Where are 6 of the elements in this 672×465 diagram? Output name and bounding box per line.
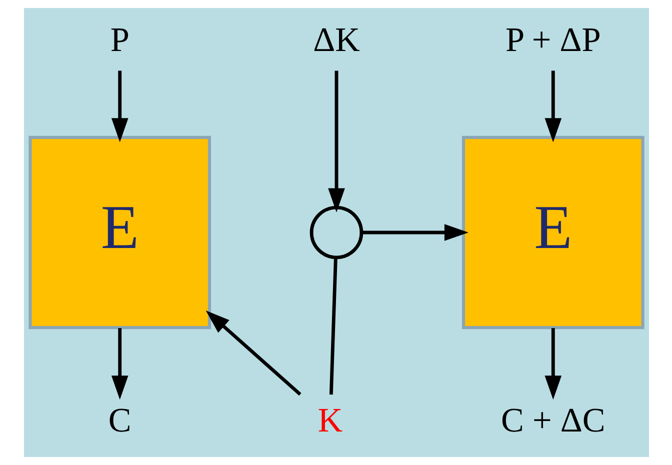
node-text: C [108,401,131,440]
node-text: K [317,401,342,440]
node-text: P [110,21,129,60]
node-text: C + ΔC [500,401,605,440]
node-text: ΔK [312,21,360,60]
node-text: P + ΔP [504,21,600,60]
